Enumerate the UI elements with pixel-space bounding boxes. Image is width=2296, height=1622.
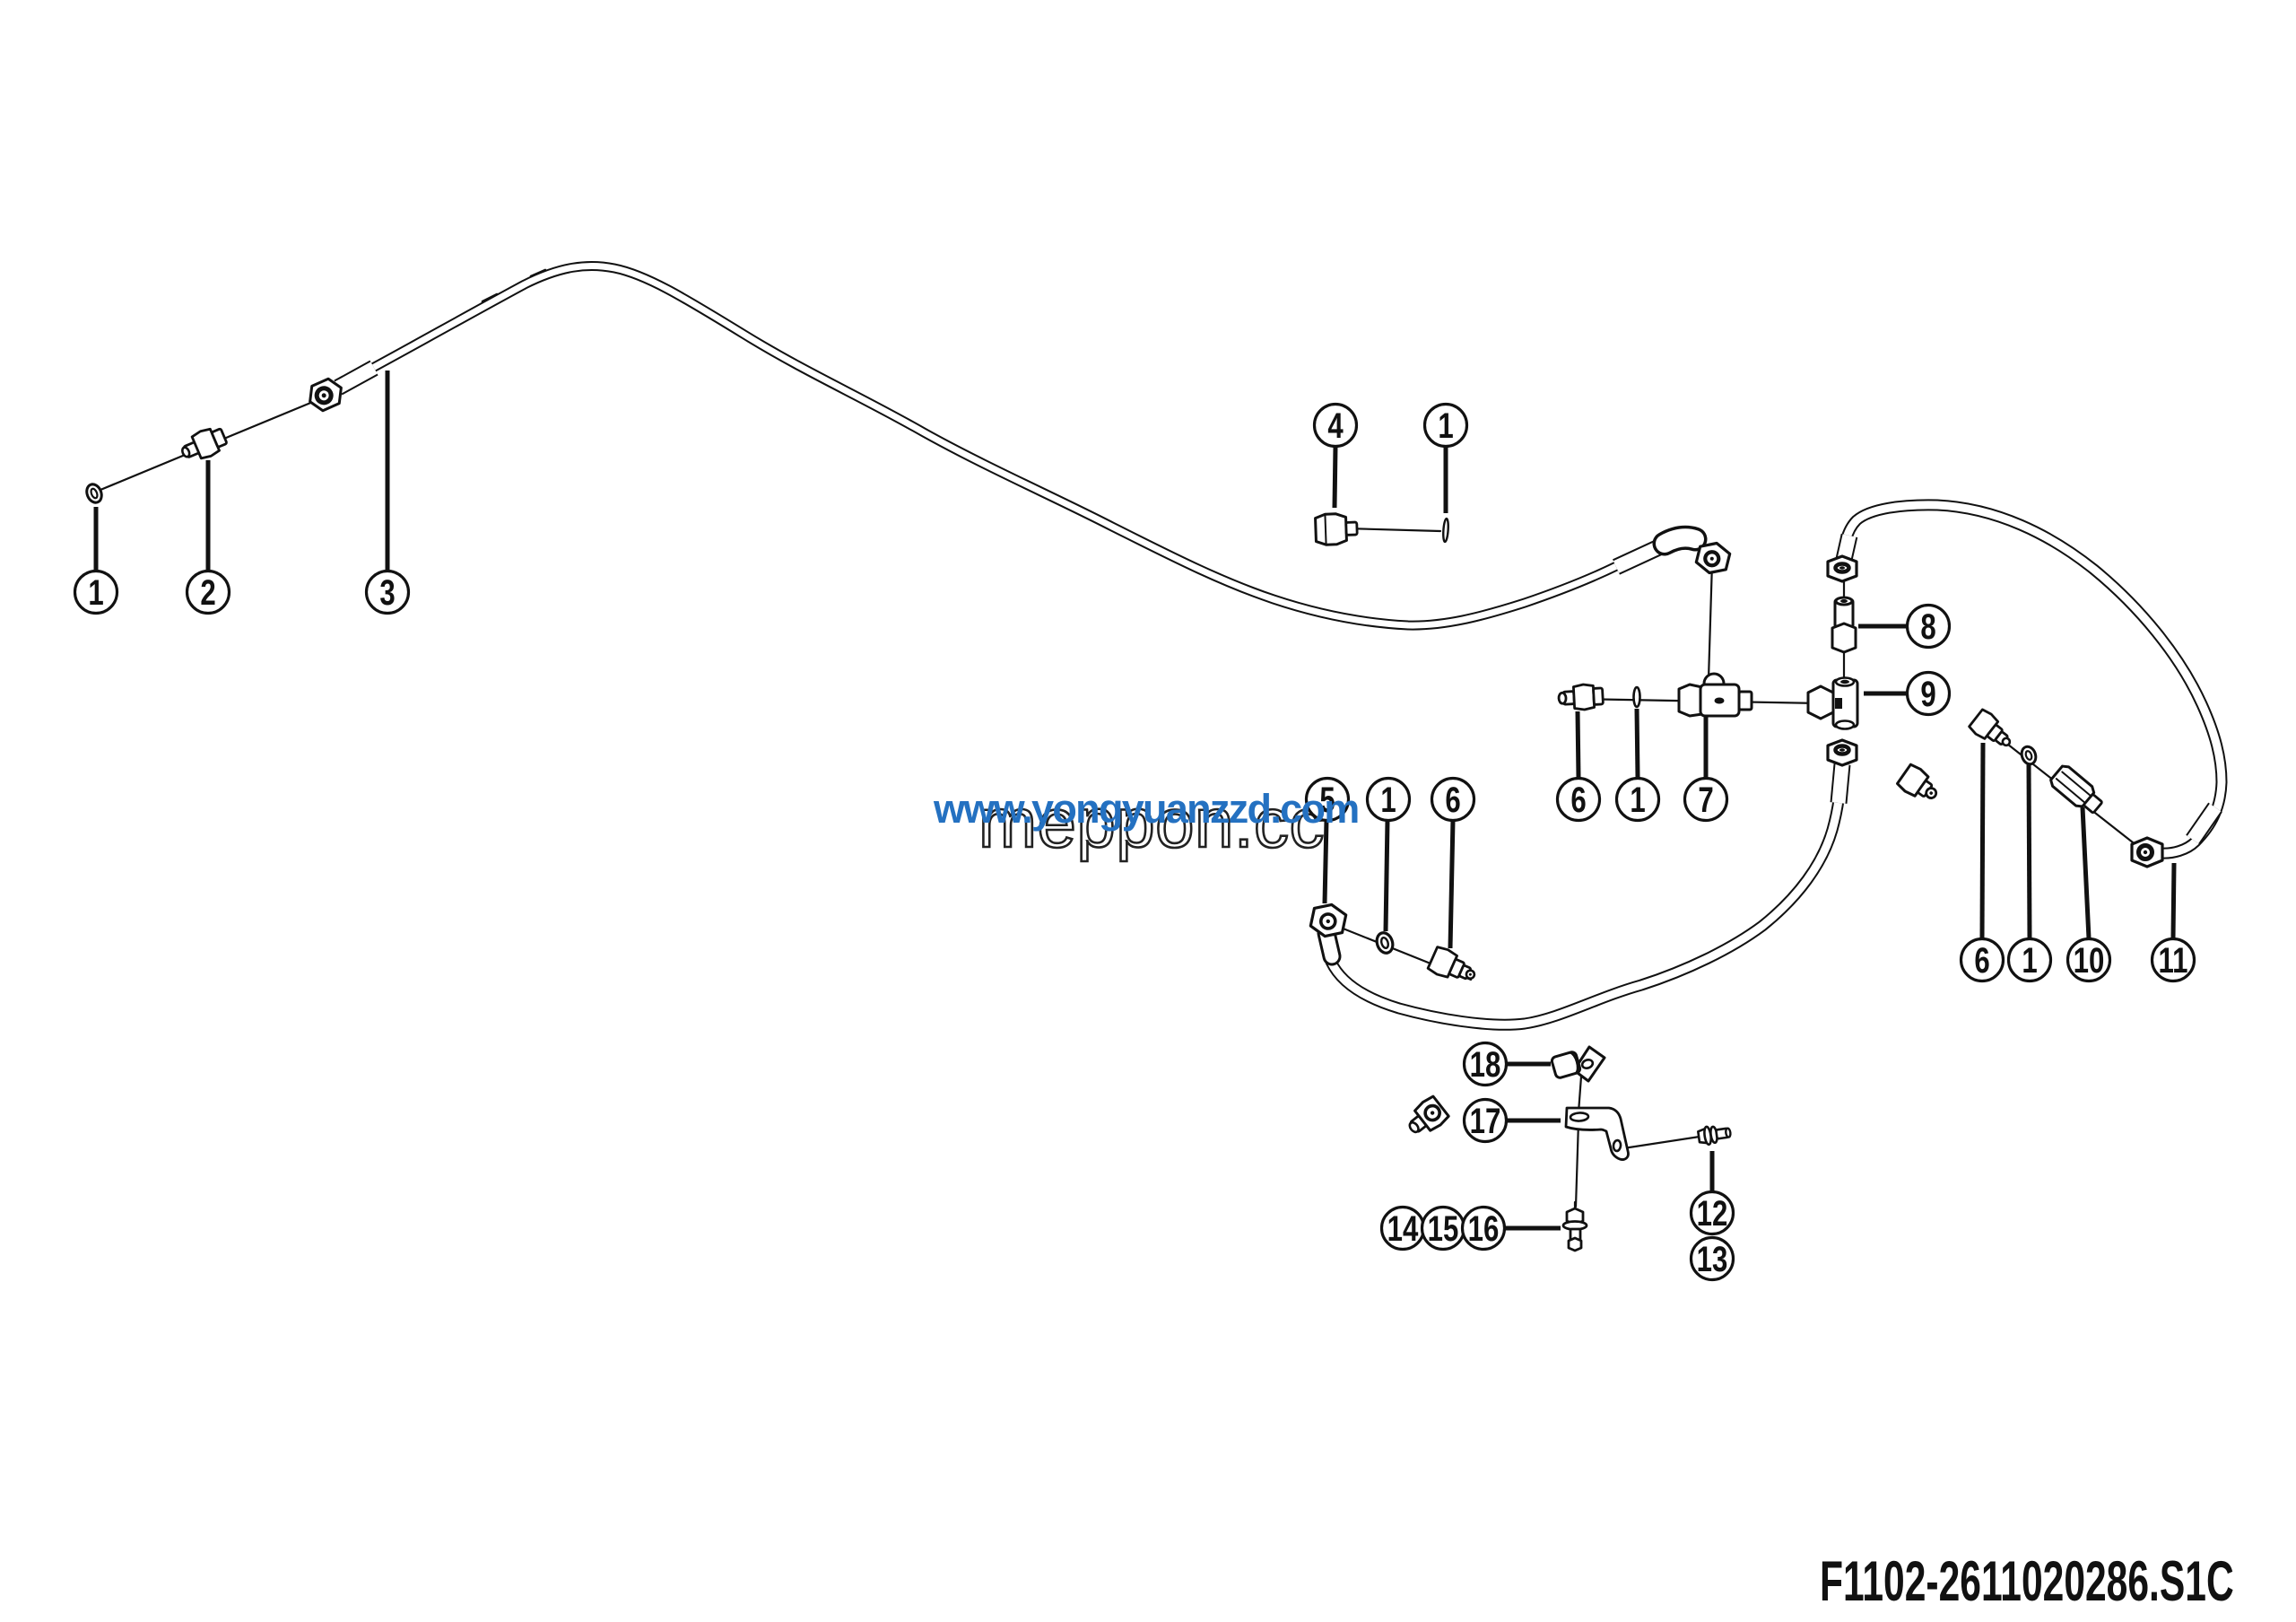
svg-text:6: 6 <box>1445 780 1460 820</box>
svg-text:F1102-2611020286.S1C: F1102-2611020286.S1C <box>1820 1550 2234 1613</box>
svg-text:5: 5 <box>1319 780 1335 820</box>
svg-text:2: 2 <box>200 572 215 613</box>
svg-text:www.yongyuanzzd.com: www.yongyuanzzd.com <box>933 786 1359 832</box>
svg-text:3: 3 <box>379 572 395 613</box>
svg-text:6: 6 <box>1570 780 1586 820</box>
svg-text:1: 1 <box>2022 940 2037 981</box>
svg-text:1: 1 <box>1438 406 1453 446</box>
svg-text:1: 1 <box>88 572 103 613</box>
svg-text:1: 1 <box>1630 780 1645 820</box>
svg-text:8: 8 <box>1920 606 1935 647</box>
svg-text:14: 14 <box>1387 1208 1419 1249</box>
svg-text:13: 13 <box>1697 1239 1728 1279</box>
svg-text:4: 4 <box>1327 406 1343 446</box>
svg-text:1: 1 <box>1380 780 1396 820</box>
svg-text:meppon.cc: meppon.cc <box>978 783 1325 862</box>
svg-text:16: 16 <box>1468 1208 1500 1249</box>
svg-text:11: 11 <box>2159 940 2188 981</box>
svg-text:15: 15 <box>1428 1208 1459 1249</box>
svg-text:17: 17 <box>1470 1101 1501 1141</box>
svg-text:18: 18 <box>1470 1044 1501 1085</box>
svg-text:6: 6 <box>1974 940 1989 981</box>
svg-text:12: 12 <box>1697 1193 1728 1234</box>
svg-text:7: 7 <box>1698 780 1713 820</box>
svg-text:9: 9 <box>1920 674 1935 714</box>
svg-text:10: 10 <box>2074 940 2105 981</box>
